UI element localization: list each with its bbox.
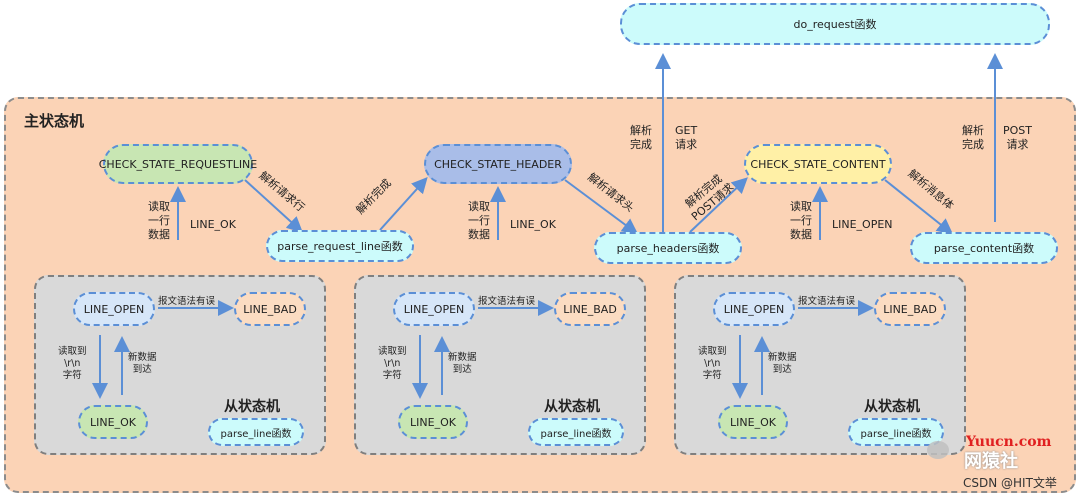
get-request-label: GET 请求 bbox=[675, 124, 697, 152]
sub3-syntax-error-label: 报文语法有误 bbox=[798, 296, 856, 307]
sub1-line-open-node: LINE_OPEN bbox=[73, 292, 155, 326]
get-label-1: 解析 bbox=[630, 124, 652, 137]
read-line-3-3: 数据 bbox=[790, 228, 812, 241]
parse-request-line-node: parse_request_line函数 bbox=[266, 230, 414, 262]
sub1-new-2: 到达 bbox=[132, 364, 152, 375]
sub1-title: 从状态机 bbox=[224, 399, 280, 415]
read-line-3-2: 一行 bbox=[790, 214, 812, 227]
get-label-4: 请求 bbox=[675, 138, 698, 151]
arrow-requestline-to-parse bbox=[244, 179, 303, 233]
read-line-2-1: 读取 bbox=[468, 200, 490, 213]
watermark-wechat-icon bbox=[927, 441, 949, 459]
sub2-read-label: 读取到 \r\n 字符 bbox=[378, 346, 407, 382]
watermark-credit: CSDN @HIT文举 bbox=[963, 476, 1057, 490]
post-label-1: 解析 bbox=[962, 124, 984, 137]
sub3-new-2: 到达 bbox=[772, 364, 792, 375]
sub2-line-bad-node: LINE_BAD bbox=[554, 292, 626, 326]
sub2-title: 从状态机 bbox=[544, 399, 600, 415]
arrow-parse-to-header bbox=[379, 177, 428, 231]
sub3-new-1: 新数据 bbox=[768, 352, 797, 363]
sub1-parse-line-node: parse_line函数 bbox=[208, 418, 304, 446]
sub2-read-3: 字符 bbox=[382, 370, 402, 381]
sub1-line-bad-node: LINE_BAD bbox=[234, 292, 306, 326]
read-line-label-3: 读取 一行 数据 bbox=[790, 200, 812, 242]
sub2-parse-line-node: parse_line函数 bbox=[528, 418, 624, 446]
sub1-syntax-error-label: 报文语法有误 bbox=[158, 296, 216, 307]
watermark-brand: 网猿社 bbox=[964, 451, 1018, 472]
read-line-2: 一行 bbox=[148, 214, 170, 227]
sub3-read-2: \r\n bbox=[704, 358, 721, 369]
read-line-1: 读取 bbox=[148, 200, 170, 213]
get-label-3: GET bbox=[675, 124, 698, 137]
read-line-3-1: 读取 bbox=[790, 200, 812, 213]
post-label-2: 完成 bbox=[962, 138, 984, 151]
line-ok-label-1: LINE_OK bbox=[190, 218, 236, 231]
sub3-line-bad-node: LINE_BAD bbox=[874, 292, 946, 326]
sub3-read-3: 字符 bbox=[702, 370, 722, 381]
sub2-line-ok-node: LINE_OK bbox=[398, 405, 468, 439]
arrow-headers-to-content bbox=[689, 177, 748, 233]
sub2-read-1: 读取到 bbox=[378, 346, 407, 357]
sub2-new-1: 新数据 bbox=[448, 352, 477, 363]
get-label-2: 完成 bbox=[630, 138, 652, 151]
read-line-3: 数据 bbox=[148, 228, 170, 241]
sub2-read-2: \r\n bbox=[384, 358, 401, 369]
main-fsm-title: 主状态机 bbox=[24, 112, 85, 130]
parse-content-node: parse_content函数 bbox=[910, 232, 1058, 264]
read-line-2-3: 数据 bbox=[468, 228, 490, 241]
state-content-node: CHECK_STATE_CONTENT bbox=[744, 144, 892, 184]
line-ok-label-2: LINE_OK bbox=[510, 218, 556, 231]
sub1-line-ok-node: LINE_OK bbox=[78, 405, 148, 439]
sub3-read-1: 读取到 bbox=[698, 346, 727, 357]
line-open-label-3: LINE_OPEN bbox=[832, 218, 893, 231]
sub2-syntax-error-label: 报文语法有误 bbox=[478, 296, 536, 307]
watermark-site: Yuucn.com bbox=[966, 434, 1052, 450]
sub1-new-data-label: 新数据 到达 bbox=[128, 352, 157, 376]
read-line-label-2: 读取 一行 数据 bbox=[468, 200, 490, 242]
sub1-read-2: \r\n bbox=[64, 358, 81, 369]
sub3-parse-line-node: parse_line函数 bbox=[848, 418, 944, 446]
parse-headers-node: parse_headers函数 bbox=[594, 232, 742, 264]
sub1-read-label: 读取到 \r\n 字符 bbox=[58, 346, 87, 382]
read-line-2-2: 一行 bbox=[468, 214, 490, 227]
sub1-read-1: 读取到 bbox=[58, 346, 87, 357]
sub2-line-open-node: LINE_OPEN bbox=[393, 292, 475, 326]
read-line-label-1: 读取 一行 数据 bbox=[148, 200, 170, 242]
state-header-node: CHECK_STATE_HEADER bbox=[424, 144, 572, 184]
do-request-node: do_request函数 bbox=[620, 3, 1050, 45]
sub3-read-label: 读取到 \r\n 字符 bbox=[698, 346, 727, 382]
sub1-new-1: 新数据 bbox=[128, 352, 157, 363]
sub3-line-ok-node: LINE_OK bbox=[718, 405, 788, 439]
post-request-label: POST 请求 bbox=[1003, 124, 1032, 152]
state-requestline-node: CHECK_STATE_REQUESTLINE bbox=[99, 144, 257, 184]
sub3-title: 从状态机 bbox=[864, 399, 920, 415]
post-done-label: 解析 完成 bbox=[962, 124, 984, 152]
post-label-3: POST bbox=[1003, 124, 1032, 137]
post-label-4: 请求 bbox=[1006, 138, 1029, 151]
sub1-read-3: 字符 bbox=[62, 370, 82, 381]
get-done-label: 解析 完成 bbox=[630, 124, 652, 152]
sub2-new-data-label: 新数据 到达 bbox=[448, 352, 477, 376]
sub2-new-2: 到达 bbox=[452, 364, 472, 375]
sub3-new-data-label: 新数据 到达 bbox=[768, 352, 797, 376]
sub3-line-open-node: LINE_OPEN bbox=[713, 292, 795, 326]
arrow-header-to-headers bbox=[564, 179, 639, 235]
arrow-content-to-parse bbox=[884, 179, 954, 235]
